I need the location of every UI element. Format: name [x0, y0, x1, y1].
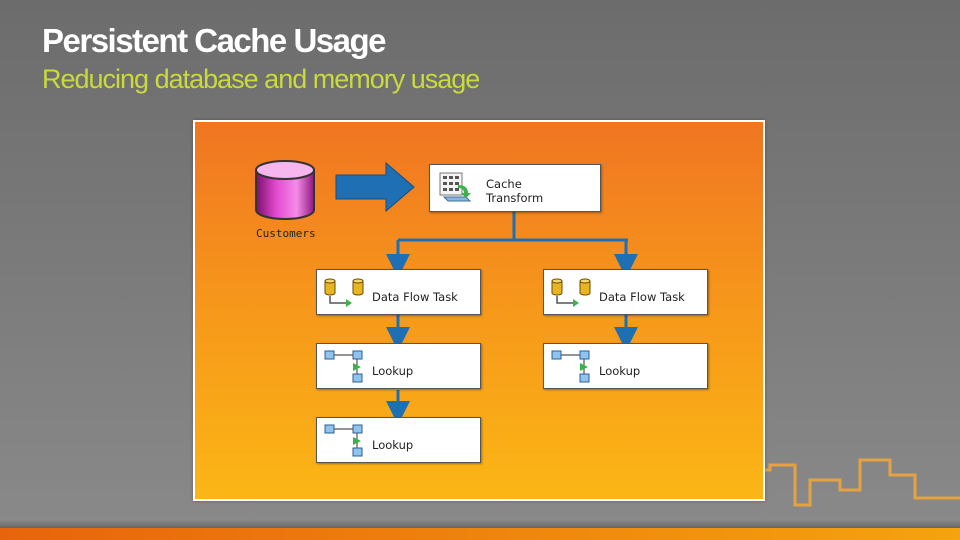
slide-subtitle: Reducing database and memory usage — [42, 64, 480, 94]
lookup-label: Lookup — [372, 364, 414, 378]
cache-transform-node[interactable]: Cache Transform — [429, 164, 601, 212]
lookup-icon — [551, 350, 590, 383]
lookup-label: Lookup — [599, 364, 641, 378]
database-label: Customers — [256, 227, 316, 240]
lookup-label: Lookup — [372, 438, 414, 452]
lookup-icon — [324, 350, 363, 383]
lookup-icon — [324, 424, 363, 457]
slide-title: Persistent Cache Usage — [42, 22, 387, 59]
data-flow-task-right[interactable]: Data Flow Task — [543, 269, 708, 315]
connector-lines — [335, 161, 638, 425]
lookup-left-2[interactable]: Lookup — [316, 417, 481, 463]
data-flow-task-icon — [324, 278, 364, 307]
cache-transform-label-line1: Cache — [486, 177, 522, 191]
cache-transform-label-line2: Transform — [486, 191, 544, 205]
database-icon — [255, 160, 315, 220]
lookup-left-1[interactable]: Lookup — [316, 343, 481, 389]
footer-shadow — [0, 520, 960, 528]
footer-bar — [0, 528, 960, 540]
lookup-right-1[interactable]: Lookup — [543, 343, 708, 389]
data-flow-task-left[interactable]: Data Flow Task — [316, 269, 481, 315]
cache-transform-icon — [439, 172, 472, 202]
data-flow-task-label: Data Flow Task — [372, 290, 458, 304]
data-flow-arrow — [335, 161, 415, 213]
diagram-panel: Customers Cache Transform Data Flow Task — [193, 120, 765, 501]
data-flow-task-icon — [551, 278, 591, 307]
data-flow-task-label: Data Flow Task — [599, 290, 685, 304]
